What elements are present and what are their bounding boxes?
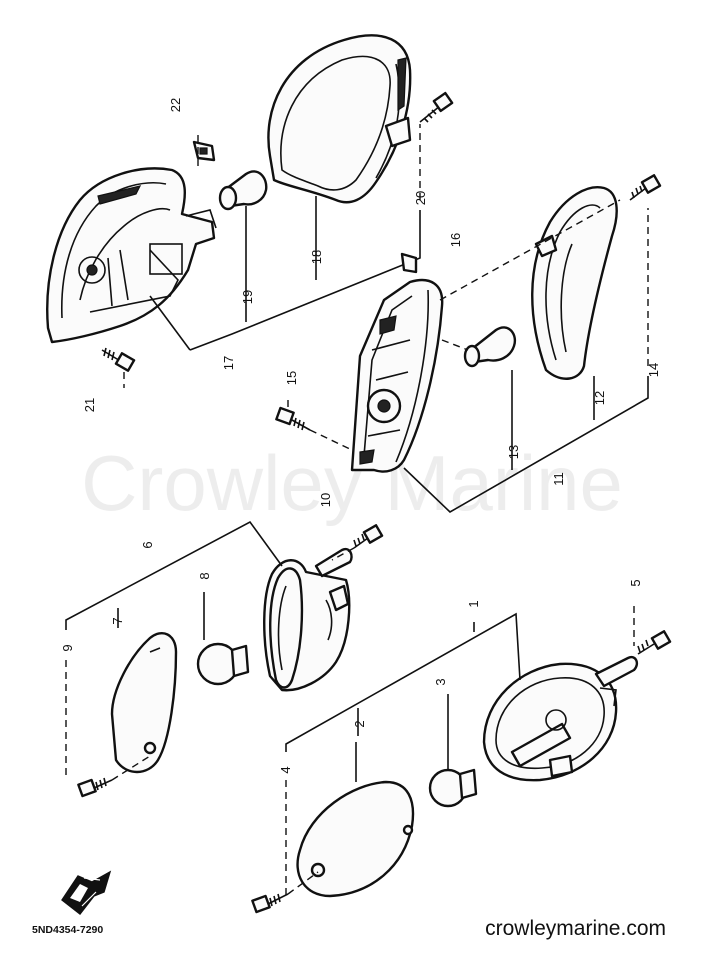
callout-19: 19 (240, 290, 255, 304)
screw-14 (629, 174, 662, 201)
bulb-8 (196, 642, 250, 686)
part-code: 5ND4354-7290 (32, 924, 103, 936)
lamp-housing-6 (263, 547, 353, 692)
callout-10: 10 (318, 493, 333, 507)
callout-9: 9 (60, 644, 75, 651)
callout-16: 16 (448, 233, 463, 247)
lens-2 (296, 780, 415, 898)
callout-12: 12 (592, 391, 607, 405)
callout-1: 1 (466, 600, 481, 607)
lamp-housing-11 (350, 252, 444, 473)
watermark-text: Crowley Marine (81, 439, 623, 527)
callout-7: 7 (110, 617, 125, 624)
callout-21: 21 (82, 398, 97, 412)
callout-11: 11 (551, 472, 566, 486)
screw-5 (637, 630, 672, 655)
screw-9 (77, 777, 113, 798)
screw-15 (275, 406, 311, 431)
callout-14: 14 (646, 363, 661, 377)
bulb-13 (463, 326, 517, 368)
callout-13: 13 (506, 445, 521, 459)
callout-4: 4 (278, 766, 293, 773)
callout-20: 20 (413, 191, 428, 205)
bulb-3 (428, 768, 478, 808)
screw-21 (101, 347, 136, 372)
screw-20 (419, 91, 454, 123)
callout-2: 2 (352, 720, 367, 727)
callout-15: 15 (284, 371, 299, 385)
callout-17: 17 (221, 356, 236, 370)
lamp-housing-1 (482, 655, 639, 782)
screw-10 (353, 524, 384, 549)
callout-5: 5 (628, 579, 643, 586)
lens-12 (531, 186, 618, 380)
callout-22: 22 (168, 98, 183, 112)
callout-3: 3 (433, 678, 448, 685)
callout-18: 18 (309, 250, 324, 264)
callout-8: 8 (197, 572, 212, 579)
callout-6: 6 (140, 541, 155, 548)
lamp-housing-17 (46, 167, 217, 344)
front-arrow-icon (61, 870, 112, 915)
bulb-19 (218, 170, 268, 211)
site-url: crowleymarine.com (485, 917, 666, 940)
lens-7 (110, 632, 178, 774)
screw-4 (251, 893, 289, 914)
clip-22 (192, 140, 216, 162)
lens-18 (267, 34, 412, 204)
